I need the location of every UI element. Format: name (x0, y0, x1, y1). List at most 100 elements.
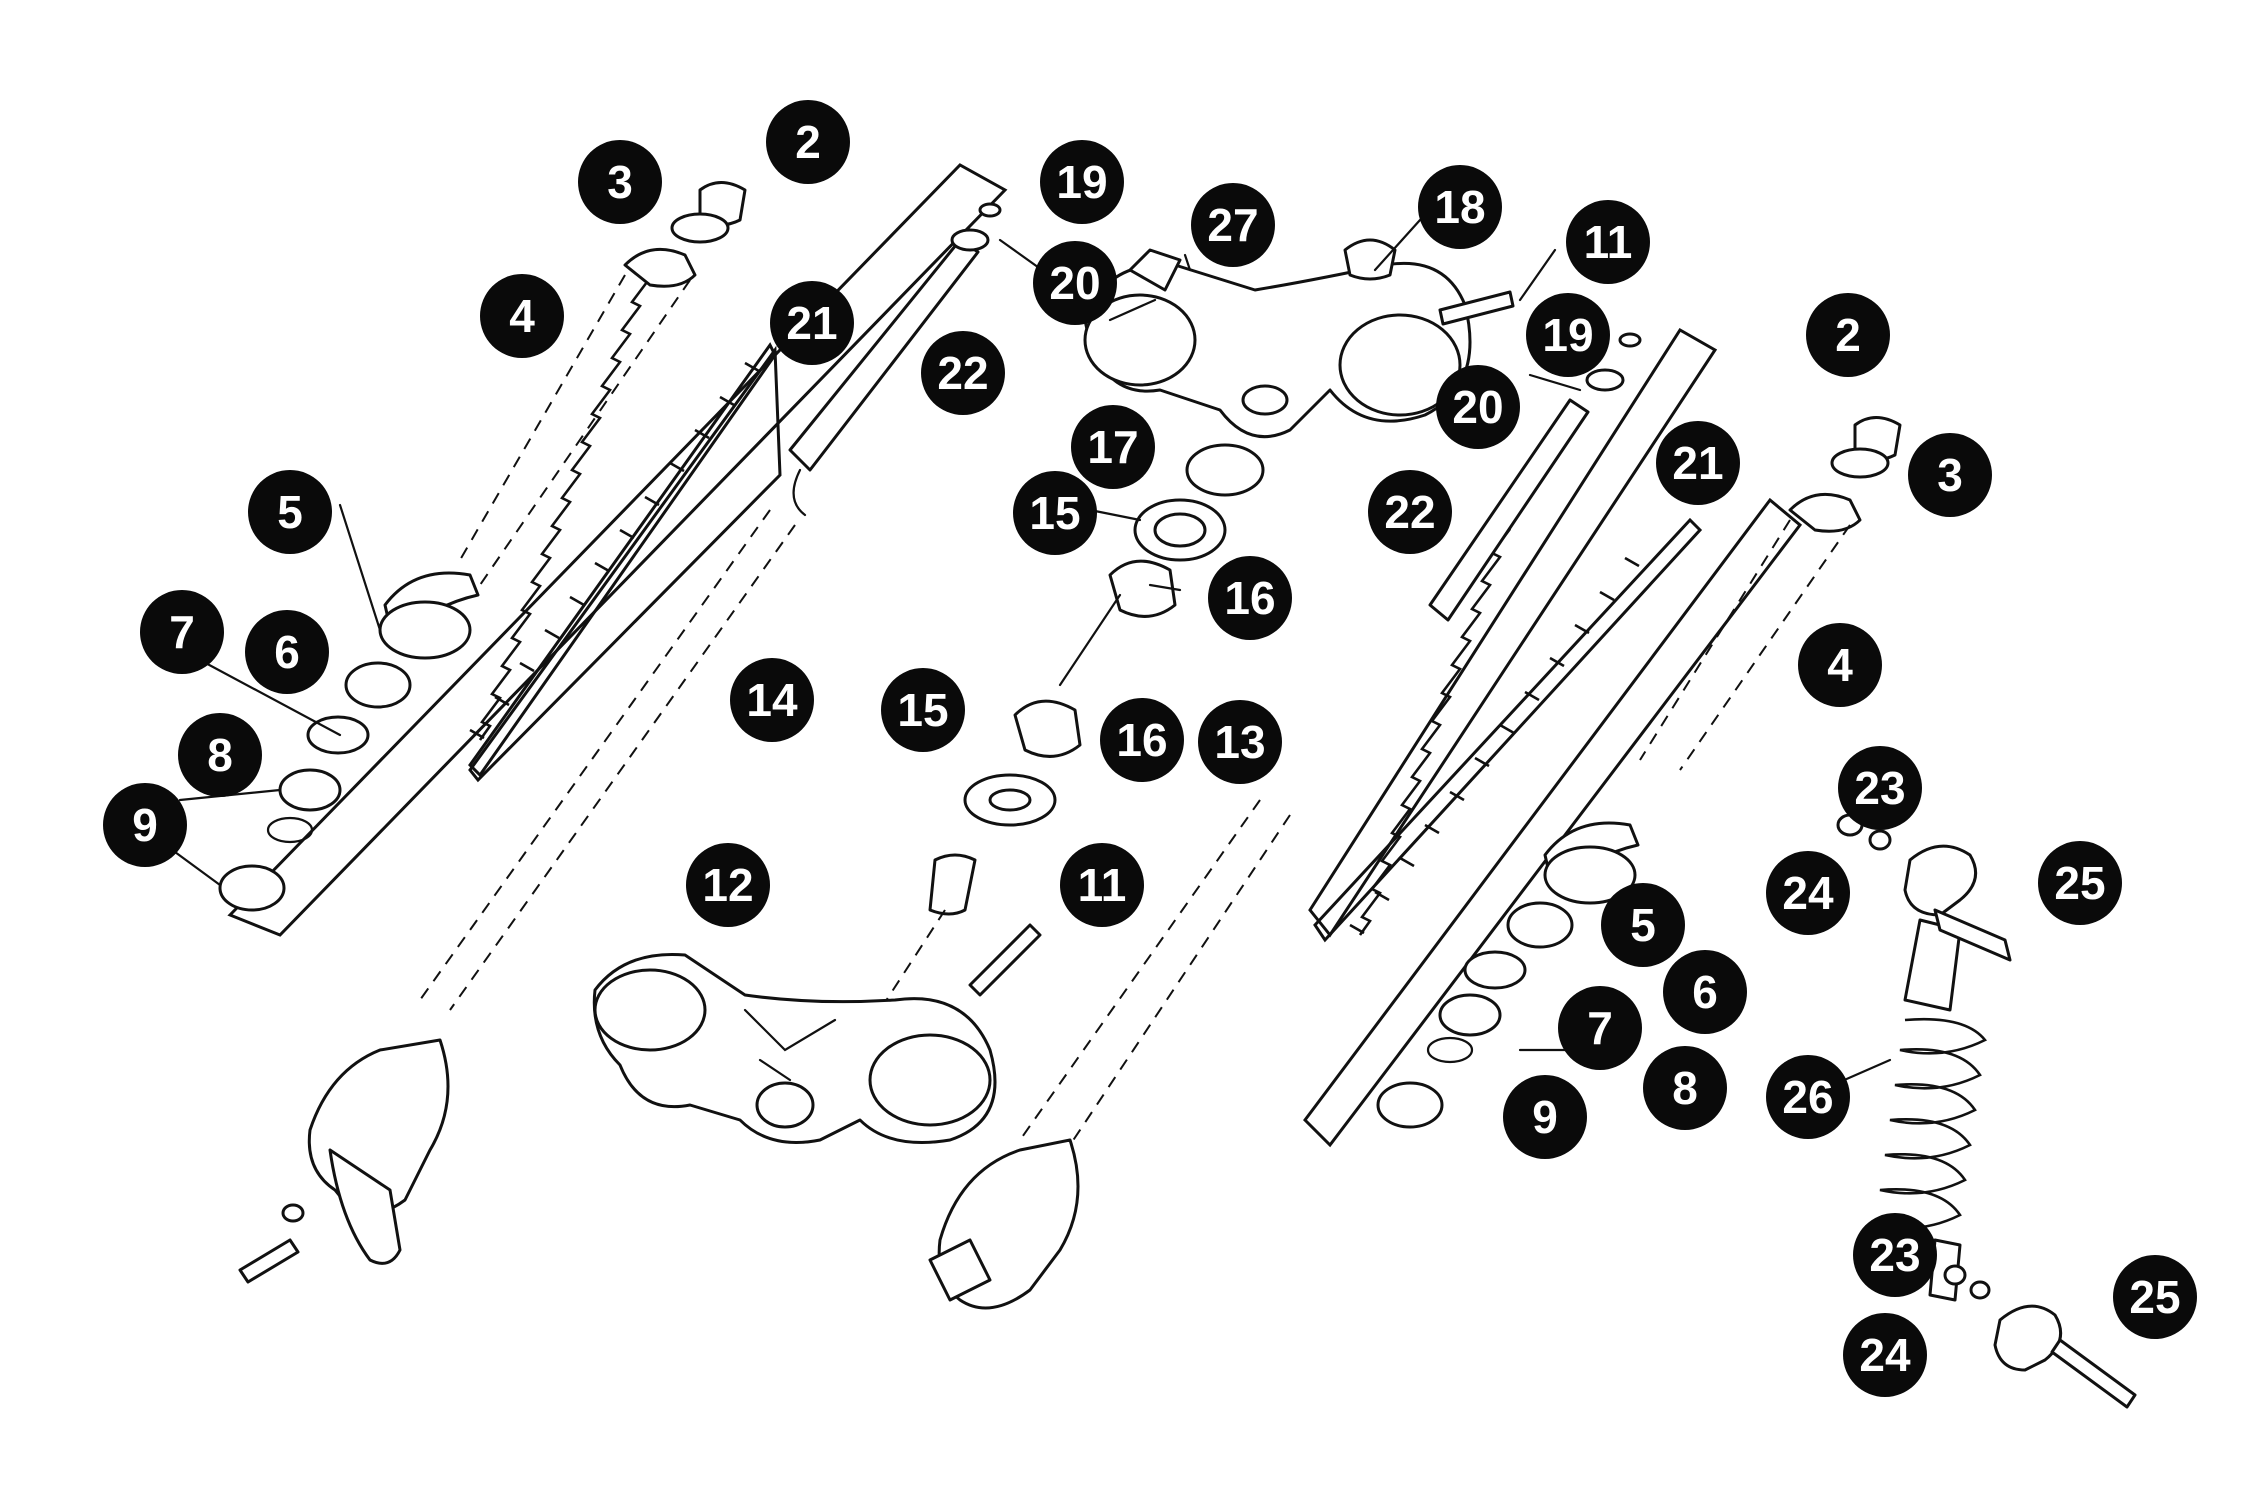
callout-18: 18 (1418, 165, 1502, 249)
callout-11-lower: 11 (1060, 843, 1144, 927)
svg-text:15: 15 (1029, 487, 1080, 539)
left-damper-rod-end (792, 468, 807, 517)
svg-text:13: 13 (1214, 716, 1265, 768)
bearing-16-lower (1013, 699, 1082, 758)
shock-top-spacer (1868, 829, 1892, 851)
lower-clamp-bolt (968, 923, 1042, 997)
svg-text:22: 22 (1384, 486, 1435, 538)
svg-text:2: 2 (1835, 309, 1861, 361)
callout-24-bottom: 24 (1843, 1313, 1927, 1397)
upper-clamp-tab (1128, 248, 1182, 292)
callout-14: 14 (730, 658, 814, 742)
svg-text:11: 11 (1584, 216, 1633, 268)
shock-spring (1874, 1017, 1988, 1230)
lower-clamp-stem-hole (755, 1081, 815, 1129)
svg-text:11: 11 (1078, 859, 1127, 911)
lower-clamp-right-bore (868, 1033, 992, 1127)
svg-text:8: 8 (207, 729, 233, 781)
left-fork-spring (478, 277, 652, 741)
left-fork-assembly (218, 163, 1008, 1284)
right-fork-upper-frame (1308, 327, 1718, 938)
callout-2-left: 2 (766, 100, 850, 184)
svg-text:7: 7 (169, 606, 195, 658)
steering-bearings (879, 443, 1265, 1011)
left-spring-frame-inner (468, 345, 782, 783)
lower-clamp-detail (743, 1008, 837, 1082)
svg-text:19: 19 (1542, 309, 1593, 361)
svg-text:21: 21 (786, 297, 837, 349)
shock-bottom-spacer (1969, 1280, 1991, 1300)
left-fork-tube-top (623, 247, 697, 288)
shock-top-eye (1903, 844, 1978, 917)
callout-badges: 2 3 4 5 6 7 8 9 11 11 12 13 14 15 15 16 … (103, 100, 2197, 1397)
callout-25-top: 25 (2038, 841, 2122, 925)
left-fork-tube-outline (459, 274, 691, 586)
svg-text:7: 7 (1587, 1002, 1613, 1054)
left-damper-rod (788, 238, 980, 472)
left-rod-washer (950, 228, 990, 252)
right-fork-spring (1358, 528, 1512, 936)
right-clip (1426, 1036, 1474, 1064)
callout-23-bottom: 23 (1853, 1213, 1937, 1297)
right-ring-9 (1376, 1081, 1444, 1129)
svg-text:9: 9 (1532, 1091, 1558, 1143)
callout-5-left: 5 (248, 470, 332, 554)
svg-text:2: 2 (795, 116, 821, 168)
svg-text:14: 14 (746, 674, 798, 726)
callout-8-right: 8 (1643, 1046, 1727, 1130)
svg-text:20: 20 (1452, 381, 1503, 433)
callout-22-right: 22 (1368, 470, 1452, 554)
svg-text:15: 15 (897, 684, 948, 736)
callout-2-right: 2 (1806, 293, 1890, 377)
right-fork-tube-outline (1639, 519, 1851, 771)
callout-19-right: 19 (1526, 293, 1610, 377)
svg-text:21: 21 (1672, 437, 1723, 489)
svg-text:23: 23 (1854, 762, 1905, 814)
right-ring-7 (1463, 950, 1527, 990)
callout-27: 27 (1191, 183, 1275, 267)
callout-5-right: 5 (1601, 883, 1685, 967)
callout-13: 13 (1198, 700, 1282, 784)
svg-text:6: 6 (274, 626, 300, 678)
shock-top-bolt (1933, 908, 2012, 962)
right-damper-rod (1428, 398, 1590, 622)
svg-text:19: 19 (1056, 156, 1107, 208)
svg-text:26: 26 (1782, 1071, 1833, 1123)
left-axle-washer (281, 1203, 305, 1223)
steering-stem (928, 853, 977, 916)
svg-text:25: 25 (2129, 1271, 2180, 1323)
callout-4-right: 4 (1798, 623, 1882, 707)
callout-7-left: 7 (140, 590, 224, 674)
right-ring-8 (1438, 993, 1502, 1037)
right-slider-outline (1019, 799, 1291, 1161)
svg-text:20: 20 (1049, 257, 1100, 309)
steering-stem-nut (1343, 238, 1397, 281)
callout-12: 12 (686, 843, 770, 927)
upper-triple-clamp (1083, 238, 1515, 439)
svg-text:3: 3 (607, 156, 633, 208)
upper-clamp-stem-hole (1241, 384, 1289, 416)
callout-3-left: 3 (578, 140, 662, 224)
callout-25-bottom: 25 (2113, 1255, 2197, 1339)
callout-23-top: 23 (1838, 746, 1922, 830)
svg-text:5: 5 (1630, 899, 1656, 951)
svg-text:22: 22 (937, 347, 988, 399)
right-fork-seal-ring (1830, 447, 1890, 479)
left-fork-parts-frame (227, 163, 1008, 937)
svg-text:18: 18 (1434, 181, 1485, 233)
callout-24-top: 24 (1766, 851, 1850, 935)
callout-26: 26 (1766, 1055, 1850, 1139)
svg-text:9: 9 (132, 799, 158, 851)
steering-stem-axis (879, 909, 946, 1011)
bearing-washer-17 (1185, 443, 1265, 497)
svg-text:12: 12 (702, 859, 753, 911)
callout-7-right: 7 (1558, 986, 1642, 1070)
callout-16-upper: 16 (1208, 556, 1292, 640)
left-fork-seal-ring (670, 212, 730, 244)
svg-text:24: 24 (1782, 867, 1834, 919)
callout-20-left: 20 (1033, 241, 1117, 325)
callout-19-left: 19 (1040, 140, 1124, 224)
upper-clamp-left-bore (1083, 293, 1197, 387)
callout-21-left: 21 (770, 281, 854, 365)
